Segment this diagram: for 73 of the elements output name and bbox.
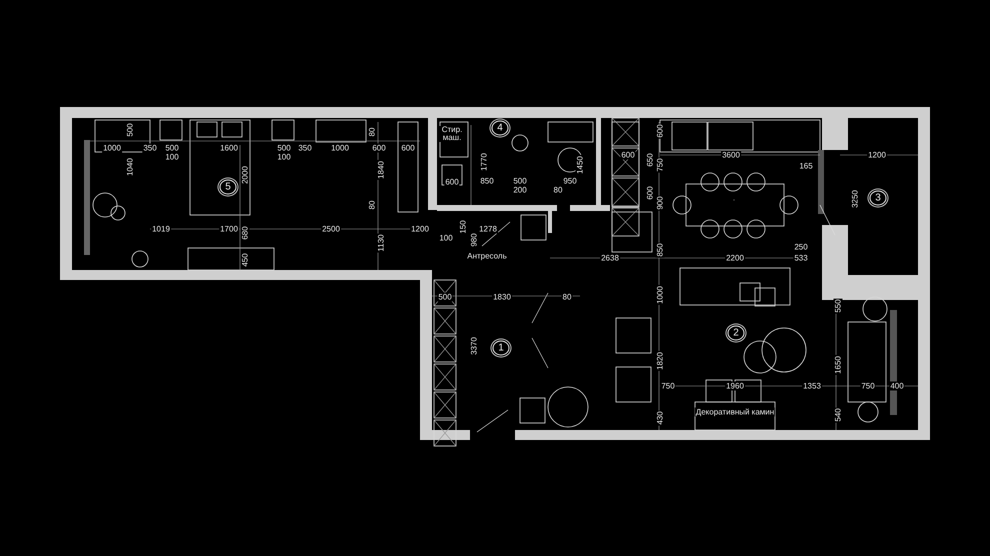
dimension-label: 1130 [376, 233, 386, 253]
dimension-label: 600 [400, 144, 416, 152]
room-number: 2 [728, 326, 744, 340]
dimension-label: 1700 [219, 224, 239, 234]
dimension-label: 850 [656, 242, 664, 258]
dimension-label: 250 [793, 242, 809, 252]
dimension-label: 3250 [850, 189, 860, 209]
dimension-label: 600 [444, 178, 460, 186]
dimension-label: 600 [371, 144, 387, 152]
dimension-label: 200 [512, 186, 528, 194]
dimension-label: 165 [798, 162, 814, 170]
dimension-label: 1278 [478, 224, 498, 234]
room-label: Декоративный камин [694, 408, 776, 416]
dimension-label: 1019 [151, 224, 171, 234]
dimension-label: 1000 [330, 144, 350, 152]
dimension-label: 2500 [321, 224, 341, 234]
dimension-label: 1840 [376, 160, 386, 180]
dimension-label: 500 [164, 144, 180, 152]
dimension-label: 650 [646, 152, 654, 168]
dimension-label: 1820 [656, 351, 664, 371]
dimension-label: 850 [479, 176, 495, 186]
room-label: Антресоль [466, 252, 508, 260]
dimension-label: 350 [142, 144, 158, 152]
dimension-label: 350 [297, 144, 313, 152]
dimension-label: 1200 [867, 150, 887, 160]
room-number: 1 [492, 340, 510, 356]
dimension-label: 680 [240, 225, 250, 241]
dimension-label: 1200 [410, 224, 430, 234]
dimension-label: 3600 [721, 150, 741, 160]
dimension-label: 500 [437, 292, 453, 302]
dimension-label: 1830 [492, 292, 512, 302]
dimension-label: 900 [656, 195, 664, 211]
dimension-label: 1960 [725, 382, 745, 390]
room-number: 3 [870, 190, 886, 206]
dimension-label: 600 [620, 150, 636, 160]
dimension-label: 450 [240, 252, 250, 268]
dimension-label: 150 [458, 219, 468, 235]
room-number: 4 [492, 120, 508, 136]
room-number: 5 [220, 180, 236, 194]
dimension-label: 1650 [834, 355, 842, 375]
dimension-label: 100 [164, 152, 180, 162]
dimension-label: 750 [860, 382, 876, 390]
dimension-label: 1450 [576, 155, 584, 175]
dimension-label: 2200 [725, 254, 745, 262]
dimension-label: 100 [438, 234, 454, 242]
dimension-label: 550 [834, 298, 842, 314]
dimension-label: 430 [656, 410, 664, 426]
dimension-label: 3370 [470, 336, 478, 356]
dimension-label: 1353 [802, 382, 822, 390]
dimension-label: 540 [834, 407, 842, 423]
dimension-label: 2000 [240, 165, 250, 185]
dimension-label: 500 [276, 144, 292, 152]
dimension-label: 1770 [480, 152, 488, 172]
dimension-label: 500 [512, 176, 528, 186]
dimension-label: 2638 [600, 254, 620, 262]
dimension-label: 80 [368, 126, 376, 138]
dimension-label: 80 [368, 200, 376, 210]
dimension-label: 750 [656, 157, 664, 173]
dimension-label: 533 [793, 254, 809, 262]
dimension-label: 600 [646, 185, 654, 201]
dimension-label: 100 [276, 152, 292, 162]
dimension-label: 1000 [656, 285, 664, 305]
dimension-label: 750 [660, 382, 676, 390]
dimension-label: 400 [889, 382, 905, 390]
dimension-label: 1600 [219, 144, 239, 152]
dimension-label: 1040 [126, 157, 134, 177]
dimension-label: 500 [126, 122, 134, 138]
dimension-label: 80 [552, 186, 564, 194]
dimension-label: 950 [562, 176, 578, 186]
dimension-label: 980 [470, 232, 478, 248]
dimension-label: 1000 [102, 144, 122, 152]
dimension-label: 600 [656, 123, 664, 139]
dimension-label: 80 [562, 292, 572, 302]
